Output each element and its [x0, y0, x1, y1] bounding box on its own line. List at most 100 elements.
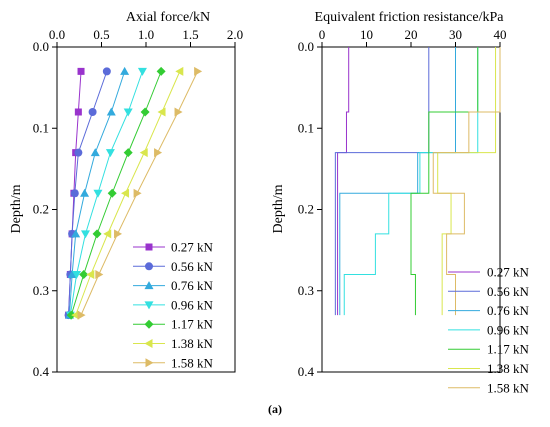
legend-item: 1.38 kN [133, 336, 214, 351]
legend-marker [145, 262, 153, 271]
y-tick-label: 0.3 [298, 283, 314, 298]
y-tick-label: 0.0 [298, 39, 314, 54]
legend-label: 0.27 kN [171, 240, 214, 255]
legend-marker [145, 243, 153, 251]
legend-label: 1.58 kN [487, 380, 530, 395]
data-point [93, 189, 103, 198]
x-tick-label: 0 [319, 27, 326, 42]
legend-item: 1.17 kN [133, 317, 214, 332]
data-point [80, 188, 90, 197]
data-point [120, 66, 130, 75]
x-tick-label: 40 [494, 27, 507, 42]
legend-label: 1.38 kN [487, 361, 530, 376]
data-point [74, 148, 83, 157]
data-point [67, 270, 77, 278]
data-point [140, 107, 150, 117]
data-point [156, 66, 166, 76]
right-series-line-3 [343, 47, 479, 316]
data-point [123, 148, 133, 158]
x-tick-label: 2.0 [227, 27, 243, 42]
legend-item: 0.27 kN [448, 265, 530, 280]
series-line [69, 71, 143, 316]
data-point [103, 229, 112, 239]
left-y-axis: 0.00.10.20.30.4 [33, 39, 57, 379]
right-y-axis-label: Depth/m [271, 184, 286, 233]
data-point [71, 229, 81, 238]
legend-marker [144, 301, 154, 310]
x-tick-label: 30 [449, 27, 462, 42]
data-point [90, 148, 100, 157]
data-point [88, 108, 97, 116]
legend-label: 0.96 kN [171, 297, 214, 312]
x-tick-label: 1.5 [182, 27, 198, 42]
right-series-line-4 [410, 47, 479, 316]
data-point [121, 188, 130, 198]
data-point [157, 107, 166, 117]
data-point [194, 66, 203, 76]
data-point [123, 108, 133, 117]
legend-label: 0.56 kN [171, 259, 214, 274]
data-point [139, 148, 148, 158]
legend-label: 1.38 kN [171, 336, 214, 351]
legend-item: 0.56 kN [448, 284, 530, 299]
data-point [70, 189, 79, 198]
data-point [92, 229, 102, 239]
y-tick-label: 0.2 [33, 202, 49, 217]
legend-label: 1.17 kN [487, 342, 530, 357]
legend-item: 1.58 kN [133, 355, 214, 370]
data-point [79, 270, 89, 279]
legend-label: 0.27 kN [487, 265, 530, 280]
legend-item: 1.58 kN [448, 380, 530, 395]
y-tick-label: 0.4 [298, 364, 315, 379]
data-point [74, 108, 82, 116]
legend-item: 0.76 kN [448, 303, 530, 318]
data-point [80, 230, 90, 239]
legend-label: 1.58 kN [171, 355, 214, 370]
legend-item: 0.76 kN [133, 278, 214, 293]
data-point [106, 107, 116, 116]
legend-marker [144, 339, 153, 348]
legend-marker [145, 358, 154, 368]
legend-item: 1.17 kN [448, 342, 530, 357]
left-series-4 [66, 66, 166, 320]
x-tick-label: 0.5 [93, 27, 109, 42]
right-series-group [334, 47, 501, 316]
legend-label: 1.17 kN [171, 317, 214, 332]
right-y-axis: 0.00.10.20.30.4 [298, 39, 322, 379]
x-tick-label: 1.0 [138, 27, 154, 42]
data-point [114, 229, 123, 239]
left-series-5 [71, 66, 184, 320]
legend-item: 1.38 kN [448, 361, 530, 376]
legend-item: 0.96 kN [448, 322, 530, 337]
right-legend: 0.27 kN 0.56 kN 0.76 kN 0.96 kN 1.17 kN 1.38 … [448, 265, 530, 395]
legend-label: 0.76 kN [171, 278, 214, 293]
legend-item: 0.27 kN [133, 240, 214, 255]
left-chart-title: Axial force/kN [126, 10, 210, 25]
figure-caption: (a) [268, 402, 282, 416]
y-tick-label: 0.2 [298, 202, 314, 217]
legend-marker [144, 319, 154, 329]
left-series-2 [64, 66, 130, 319]
data-point [175, 66, 184, 76]
data-point [107, 188, 117, 198]
legend-label: 0.76 kN [487, 303, 530, 318]
right-series-line-6 [432, 47, 501, 316]
legend-marker [144, 281, 154, 290]
data-point [133, 188, 142, 198]
y-tick-label: 0.4 [33, 364, 50, 379]
data-point [72, 271, 82, 279]
y-tick-label: 0.3 [33, 283, 49, 298]
legend-item: 0.56 kN [133, 259, 214, 274]
data-point [137, 67, 147, 76]
legend-item: 0.96 kN [133, 297, 214, 312]
data-point [95, 270, 104, 279]
left-y-axis-label: Depth/m [9, 184, 24, 233]
left-series-3 [65, 67, 147, 320]
left-series-group [64, 66, 203, 320]
y-tick-label: 0.0 [33, 39, 49, 54]
data-point [71, 310, 80, 320]
